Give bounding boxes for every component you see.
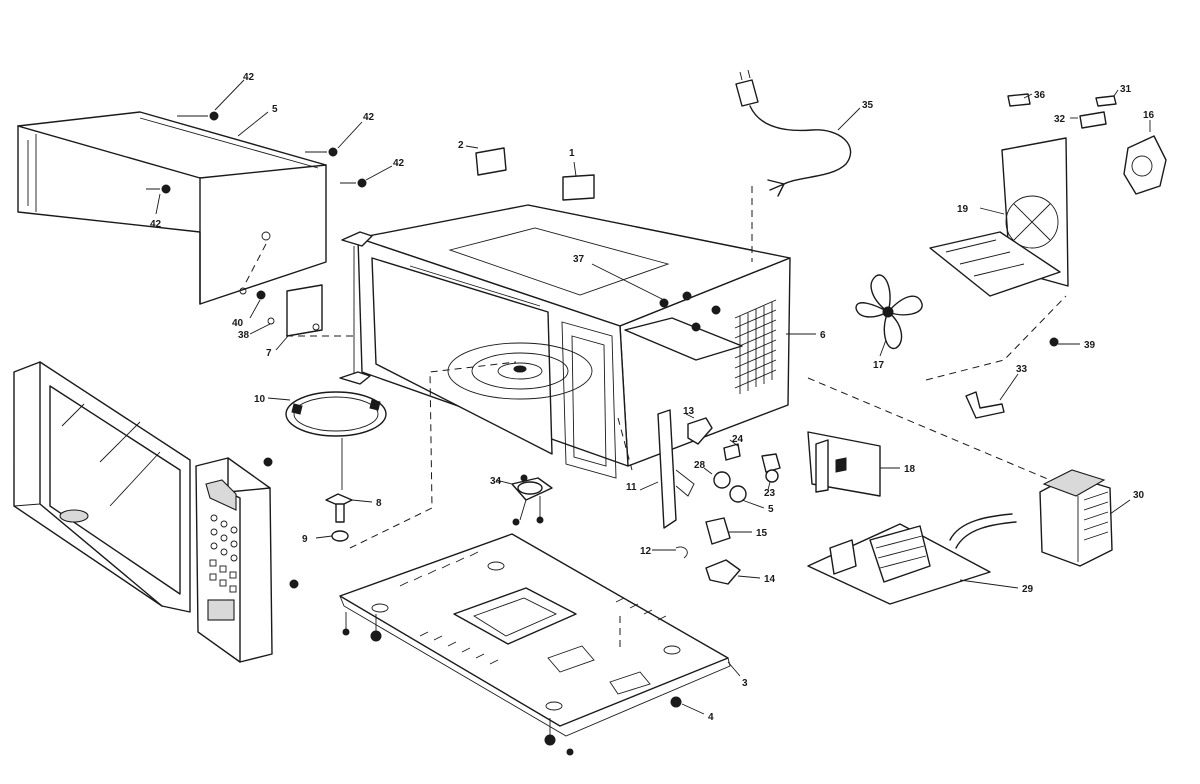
callout-24: 24 xyxy=(732,434,744,445)
leader-lines xyxy=(155,79,1151,715)
callout-8: 8 xyxy=(376,498,382,509)
callout-12: 12 xyxy=(640,546,652,557)
callout-11: 11 xyxy=(626,482,637,493)
door-assembly xyxy=(13,361,191,613)
callout-17: 17 xyxy=(873,360,885,371)
keypad-buttons xyxy=(207,514,238,621)
base-plate xyxy=(339,533,731,737)
callout-5-switch: 5 xyxy=(768,504,774,515)
callout-1: 1 xyxy=(569,148,575,159)
callout-31: 31 xyxy=(1120,84,1132,95)
callout-4: 4 xyxy=(708,712,714,723)
oven-cavity-body xyxy=(339,204,791,479)
cabinet-screws xyxy=(146,111,367,194)
callout-32: 32 xyxy=(1054,114,1066,125)
callout-18: 18 xyxy=(904,464,916,475)
callout-38: 38 xyxy=(238,330,250,341)
callout-34: 34 xyxy=(490,476,502,487)
callout-33: 33 xyxy=(1016,364,1028,375)
callout-14: 14 xyxy=(764,574,776,585)
callout-42-top: 42 xyxy=(243,72,255,83)
callout-42-right: 42 xyxy=(363,112,375,123)
callout-42-side: 42 xyxy=(393,158,405,169)
callout-36: 36 xyxy=(1034,90,1046,101)
callout-23: 23 xyxy=(764,488,776,499)
callout-19: 19 xyxy=(957,204,969,215)
door-switch-parts xyxy=(657,409,881,585)
outer-cabinet-part xyxy=(17,111,327,305)
callout-labels: 42 5 42 42 42 2 1 35 36 31 32 16 19 37 6… xyxy=(150,72,1155,723)
callout-40: 40 xyxy=(232,318,244,329)
assembly-guide-lines xyxy=(286,186,1067,481)
callout-13: 13 xyxy=(683,406,695,417)
power-cord xyxy=(735,69,852,197)
callout-2: 2 xyxy=(458,140,464,151)
callout-35: 35 xyxy=(862,100,874,111)
callout-16: 16 xyxy=(1143,110,1155,121)
small-parts-right xyxy=(965,337,1059,419)
callout-29: 29 xyxy=(1022,584,1034,595)
callout-10: 10 xyxy=(254,394,266,405)
control-panel xyxy=(195,457,299,663)
callout-7: 7 xyxy=(266,348,272,359)
callout-15: 15 xyxy=(756,528,768,539)
base-vents xyxy=(399,551,667,665)
callout-37: 37 xyxy=(573,254,585,265)
callout-3: 3 xyxy=(742,678,748,689)
small-parts-left xyxy=(256,284,323,337)
turntable-parts xyxy=(285,361,517,549)
turntable-motor xyxy=(511,474,553,526)
fan-blade xyxy=(855,274,923,350)
callout-42-left: 42 xyxy=(150,219,162,230)
callout-5-cabinet: 5 xyxy=(272,104,278,115)
callout-6: 6 xyxy=(820,330,826,341)
high-voltage-transformer-board xyxy=(807,513,1017,605)
fan-motor-assembly xyxy=(929,93,1167,297)
magnetron xyxy=(1039,469,1113,567)
callout-39: 39 xyxy=(1084,340,1096,351)
callout-28: 28 xyxy=(694,460,706,471)
label-plates xyxy=(475,147,595,201)
cavity-vent-grid xyxy=(734,299,777,394)
callout-30: 30 xyxy=(1133,490,1145,501)
callout-9: 9 xyxy=(302,534,308,545)
feet-and-screws xyxy=(342,612,682,756)
